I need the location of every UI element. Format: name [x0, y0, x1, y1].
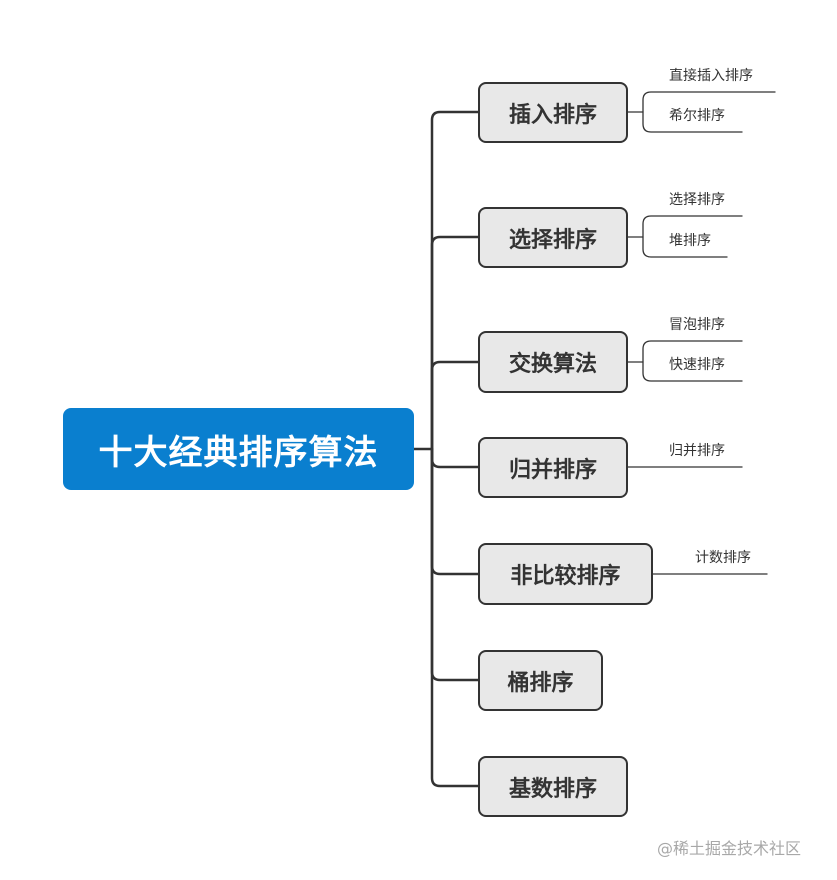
branch-label: 桶排序	[507, 670, 574, 696]
leaf-connector-straight-insertion	[627, 91, 776, 113]
branch-label: 非比较排序	[510, 564, 621, 589]
branch-node-selection-sort: 选择排序	[478, 207, 628, 268]
branch-connector-bucket-sort	[430, 447, 480, 682]
leaf-quick-sort: 快速排序	[669, 357, 725, 373]
branch-node-insertion-sort: 插入排序	[478, 82, 628, 143]
branch-node-non-comparison-sort: 非比较排序	[478, 543, 653, 605]
leaf-connector-shell-sort	[642, 111, 743, 133]
branch-label: 选择排序	[508, 227, 597, 253]
branch-label: 插入排序	[508, 102, 597, 128]
branch-node-bucket-sort: 桶排序	[478, 650, 603, 711]
leaf-simple-selection-sort: 选择排序	[669, 192, 725, 208]
central-topic: 十大经典排序算法	[63, 408, 414, 490]
branch-node-radix-sort: 基数排序	[478, 756, 628, 817]
watermark: @稀土掘金技术社区	[657, 839, 802, 858]
branch-node-exchange-sort: 交换算法	[478, 331, 628, 393]
leaf-merge-sort: 归并排序	[669, 443, 725, 459]
branch-label: 交换算法	[508, 352, 597, 377]
leaf-straight-insertion-sort: 直接插入排序	[669, 68, 753, 84]
leaf-shell-sort: 希尔排序	[669, 108, 725, 124]
branch-connector-selection-sort	[430, 235, 480, 451]
leaf-heap-sort: 堆排序	[669, 233, 711, 249]
branch-label: 归并排序	[508, 457, 597, 483]
branch-node-merge-sort: 归并排序	[478, 437, 628, 498]
branch-connector-insertion-sort	[430, 110, 480, 451]
branch-connector-radix-sort	[430, 447, 480, 788]
branch-connector-merge-sort	[430, 447, 480, 469]
branch-label: 基数排序	[508, 776, 597, 802]
central-topic-label: 十大经典排序算法	[98, 432, 379, 473]
leaf-connector-bubble-sort	[627, 340, 743, 363]
leaf-bubble-sort: 冒泡排序	[669, 317, 725, 333]
leaf-connector-simple-selection	[627, 215, 743, 238]
leaf-connector-heap-sort	[642, 236, 728, 258]
leaf-counting-sort: 计数排序	[695, 550, 751, 566]
leaf-connector-quick-sort	[642, 361, 743, 382]
branch-connector-exchange-sort	[430, 360, 480, 451]
